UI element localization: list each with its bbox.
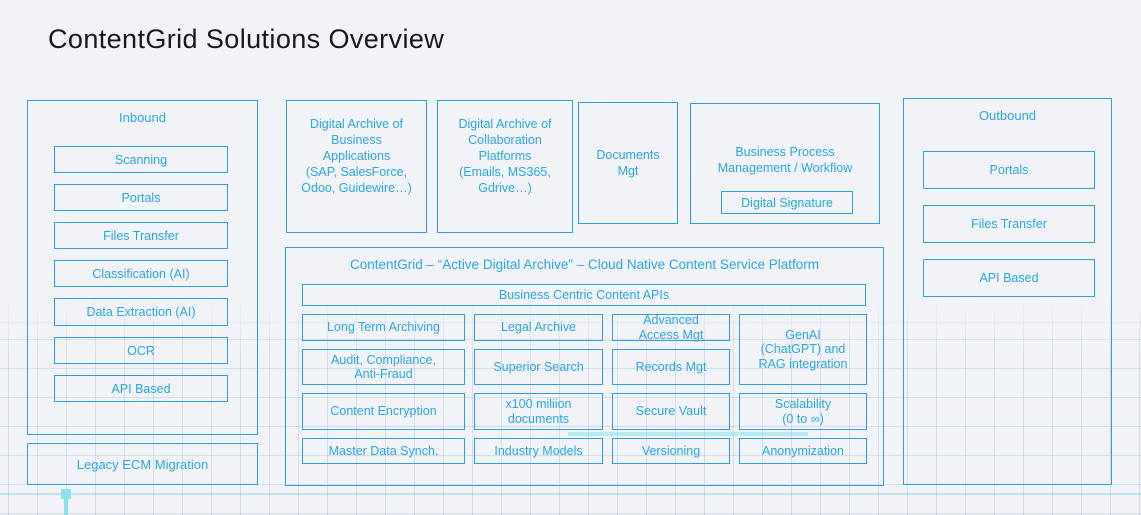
- inbound-item-portals[interactable]: Portals: [54, 184, 228, 211]
- business-centric-content-apis-box[interactable]: Business Centric Content APIs: [302, 284, 866, 306]
- card-documents-mgt-text: Documents Mgt: [596, 148, 660, 178]
- card-business-process-management[interactable]: Business Process Management / Workflow D…: [690, 103, 880, 224]
- inbound-item-api-based[interactable]: API Based: [54, 375, 228, 402]
- cell-audit-compliance-anti-fraud[interactable]: Audit, Compliance, Anti-Fraud: [302, 349, 465, 385]
- card-business-process-management-text: Business Process Management / Workflow: [717, 145, 853, 175]
- cell-records-mgt[interactable]: Records Mgt: [612, 349, 730, 385]
- inbound-item-data-extraction-ai[interactable]: Data Extraction (AI): [54, 298, 228, 326]
- cell-scalability[interactable]: Scalability (0 to ∞): [739, 393, 867, 430]
- legacy-ecm-migration-box[interactable]: Legacy ECM Migration: [27, 443, 258, 485]
- page-title: ContentGrid Solutions Overview: [48, 24, 445, 54]
- cell-superior-search[interactable]: Superior Search: [474, 349, 603, 385]
- outbound-group-label: Outbound: [978, 108, 1037, 123]
- inbound-item-files-transfer[interactable]: Files Transfer: [54, 222, 228, 249]
- card-digital-archive-collaboration[interactable]: Digital Archive of Collaboration Platfor…: [437, 100, 573, 233]
- platform-capability-grid: Long Term Archiving Legal Archive Advanc…: [302, 313, 867, 464]
- cell-master-data-synch[interactable]: Master Data Synch.: [302, 438, 465, 464]
- cell-versioning[interactable]: Versioning: [612, 438, 730, 464]
- outbound-item-files-transfer[interactable]: Files Transfer: [923, 205, 1095, 243]
- cell-secure-vault[interactable]: Secure Vault: [612, 393, 730, 430]
- connector-stem: [64, 497, 68, 515]
- platform-title: ContentGrid – “Active Digital Archive” –…: [350, 257, 819, 272]
- card-digital-archive-business-apps[interactable]: Digital Archive of Business Applications…: [286, 100, 427, 233]
- cell-genai-rag-integration[interactable]: GenAI (ChatGPT) and RAG integration: [739, 314, 867, 385]
- inbound-group-label: Inbound: [119, 110, 166, 125]
- drag-handle[interactable]: [61, 489, 71, 499]
- cell-content-encryption[interactable]: Content Encryption: [302, 393, 465, 430]
- outbound-group-box[interactable]: Outbound Portals Files Transfer API Base…: [903, 98, 1112, 485]
- outbound-items: Portals Files Transfer API Based: [923, 151, 1095, 297]
- cell-legal-archive[interactable]: Legal Archive: [474, 314, 603, 341]
- outbound-item-api-based[interactable]: API Based: [923, 259, 1095, 297]
- canvas-grid-accent-line: [0, 493, 1141, 495]
- card-documents-mgt[interactable]: Documents Mgt: [578, 102, 678, 224]
- inbound-item-ocr[interactable]: OCR: [54, 337, 228, 364]
- platform-group-box[interactable]: ContentGrid – “Active Digital Archive” –…: [285, 247, 884, 486]
- cell-advanced-access-mgt[interactable]: Advanced Access Mgt: [612, 313, 730, 342]
- inbound-items: Scanning Portals Files Transfer Classifi…: [54, 146, 228, 402]
- inbound-item-classification-ai[interactable]: Classification (AI): [54, 260, 228, 287]
- cell-industry-models[interactable]: Industry Models: [474, 438, 603, 464]
- inbound-group-box[interactable]: Inbound Scanning Portals Files Transfer …: [27, 100, 258, 435]
- cell-anonymization[interactable]: Anonymization: [739, 438, 867, 464]
- digital-signature-box[interactable]: Digital Signature: [721, 191, 853, 214]
- card-digital-archive-business-apps-text: Digital Archive of Business Applications…: [301, 117, 412, 195]
- cell-long-term-archiving[interactable]: Long Term Archiving: [302, 314, 465, 341]
- card-digital-archive-collaboration-text: Digital Archive of Collaboration Platfor…: [458, 117, 552, 195]
- outbound-item-portals[interactable]: Portals: [923, 151, 1095, 189]
- cell-x100-million-documents[interactable]: x100 miliion documents: [474, 393, 603, 430]
- inbound-item-scanning[interactable]: Scanning: [54, 146, 228, 173]
